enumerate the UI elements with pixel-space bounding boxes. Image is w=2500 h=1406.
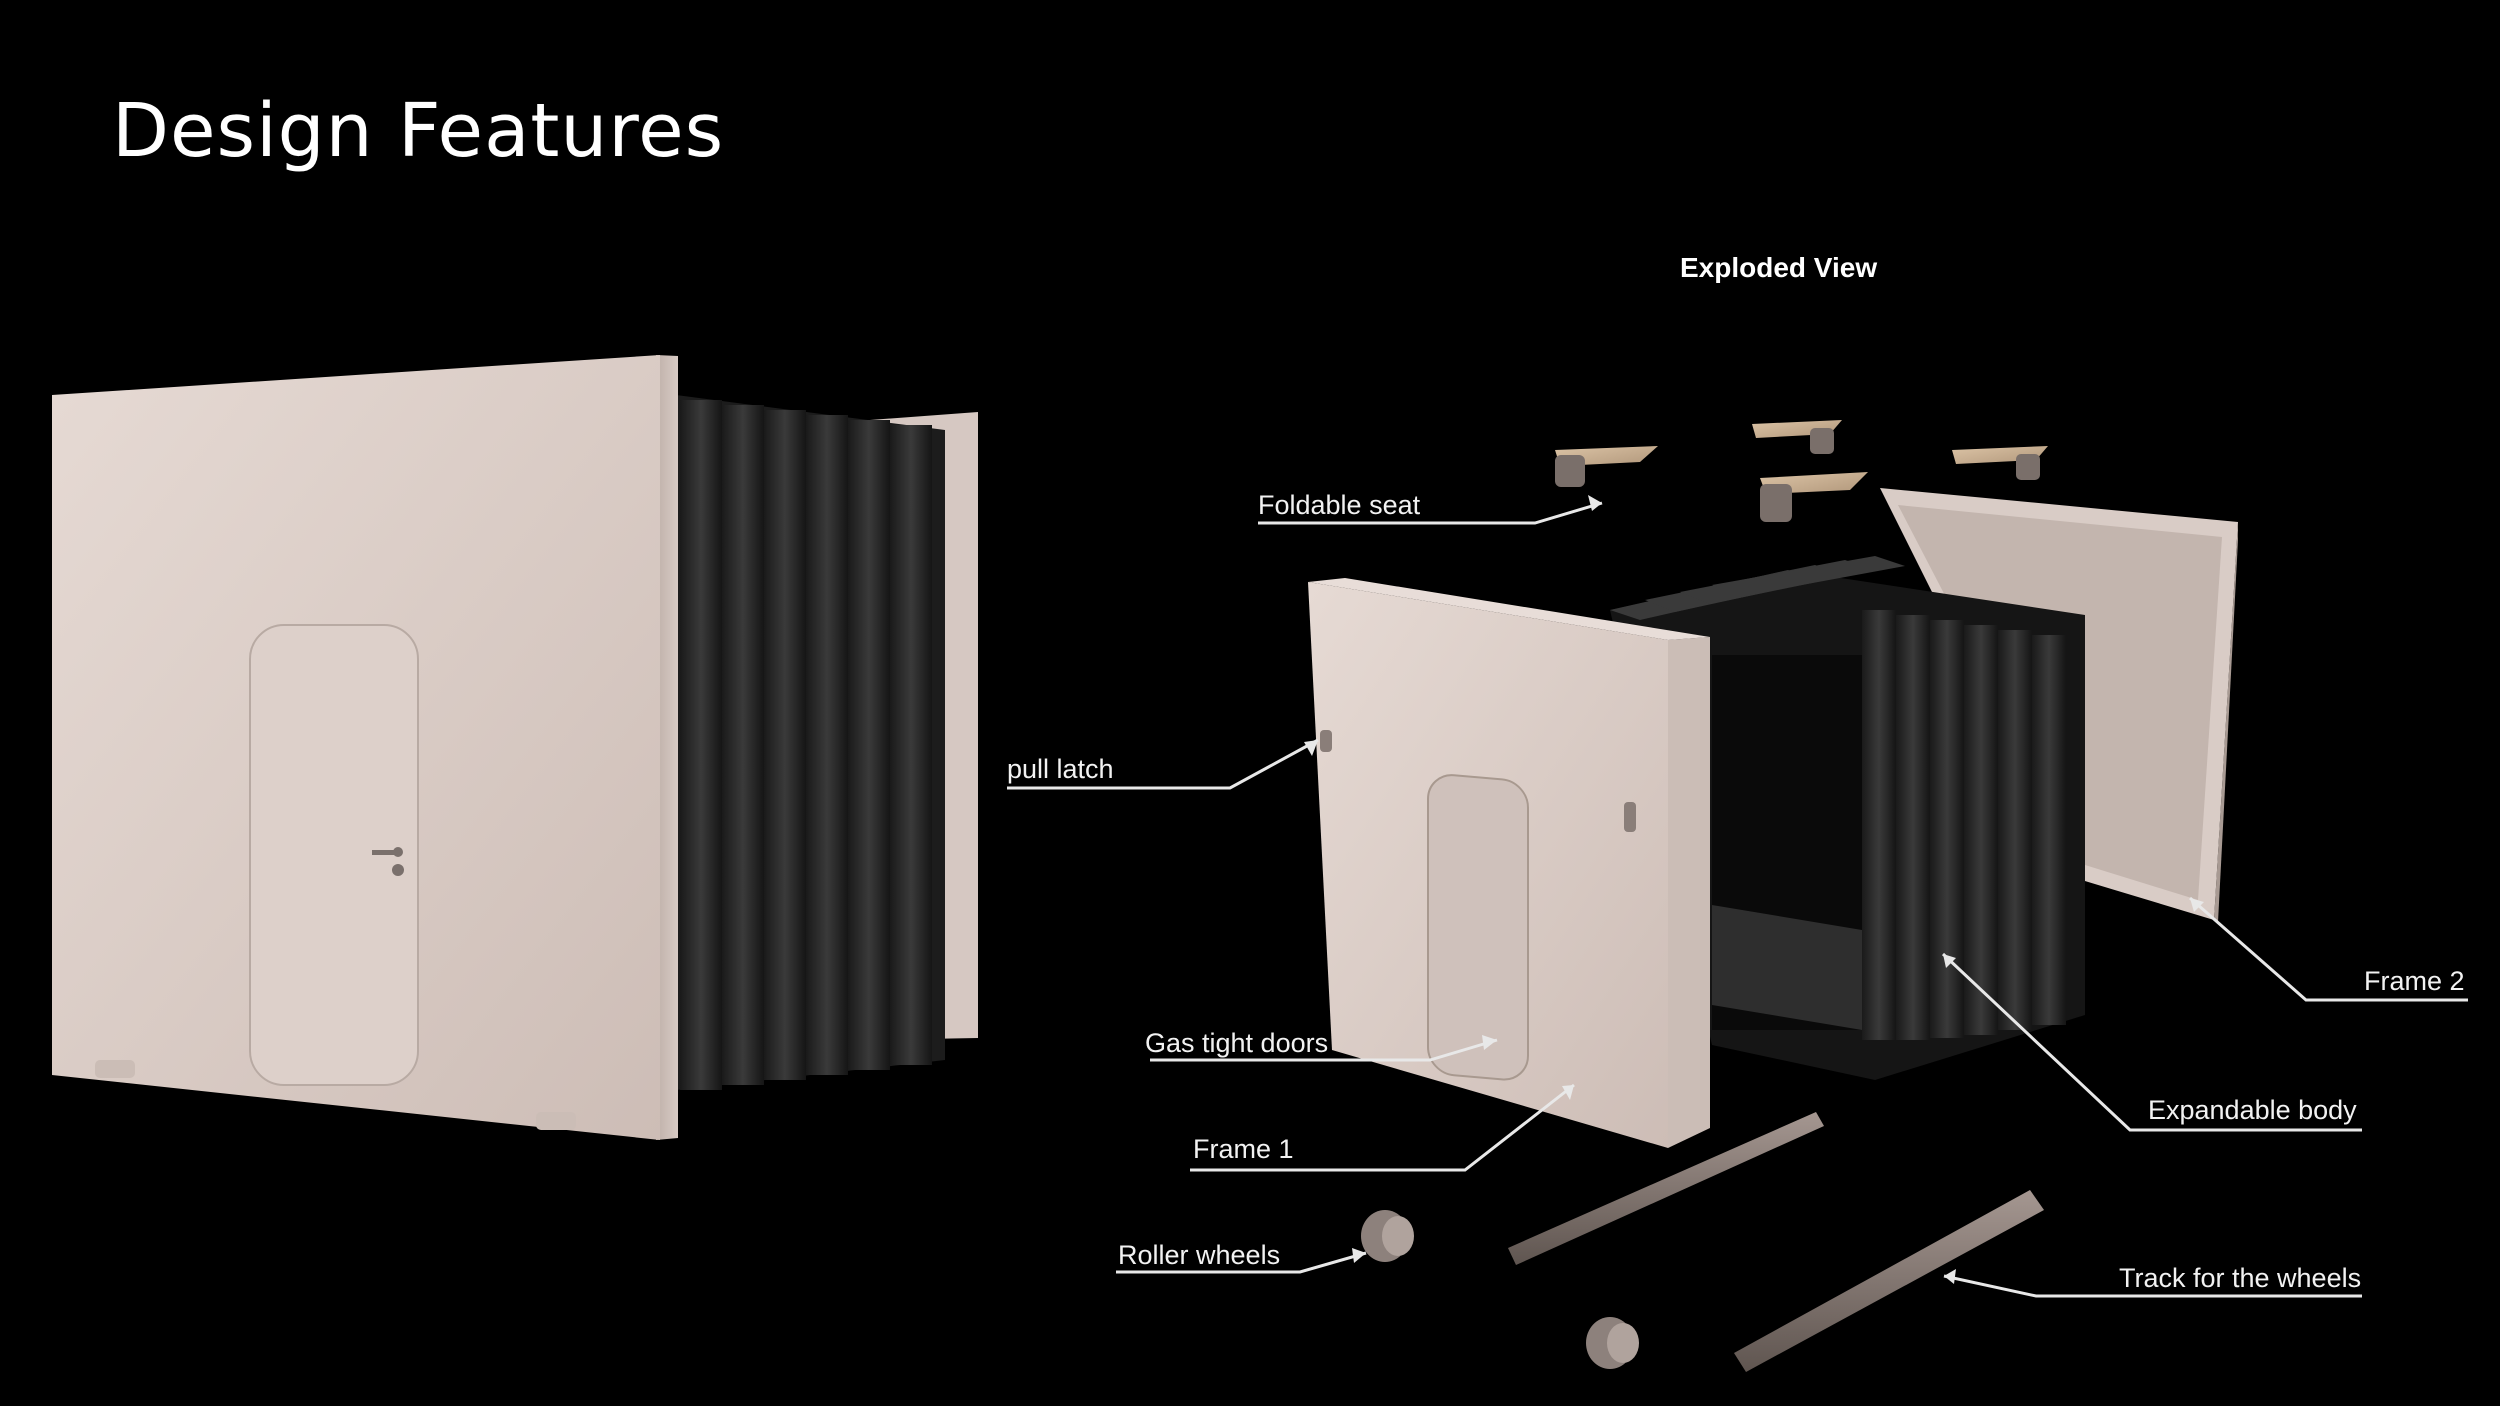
exploded-expandable-body: [1610, 556, 2085, 1080]
side-latch-icon: [1624, 802, 1636, 832]
callout-frame-2: Frame 2: [2364, 966, 2465, 996]
exploded-tracks: [1508, 1112, 2044, 1372]
callout-roller-wheels: Roller wheels: [1118, 1240, 1281, 1270]
callout-pull-latch: pull latch: [1007, 754, 1114, 784]
roller-wheel-2: [1586, 1317, 1639, 1369]
exploded-seats: [1555, 420, 2048, 522]
assembled-foot-right: [536, 1112, 576, 1130]
seat-2: [1752, 420, 1842, 454]
seat-3: [1760, 472, 1868, 522]
exploded-view-title: Exploded View: [1680, 252, 1878, 283]
exploded-roller-wheels: [1361, 1210, 1639, 1369]
assembled-bellows: [676, 395, 945, 1090]
assembled-door: [249, 624, 419, 1086]
exploded-door: [1427, 774, 1529, 1081]
callout-frame-1: Frame 1: [1193, 1134, 1294, 1164]
callout-leader-lines: [1007, 501, 2468, 1298]
track-1: [1508, 1112, 1824, 1265]
assembled-front-edge: [656, 355, 678, 1140]
callout-arrowheads: [1304, 495, 2204, 1284]
exploded-view: [1007, 420, 2468, 1372]
slide-title: Design Features: [112, 88, 725, 174]
assembled-foot-left: [95, 1060, 135, 1078]
assembled-unit: [52, 355, 978, 1140]
roller-wheel-1: [1361, 1210, 1414, 1262]
callout-gas-tight-doors: Gas tight doors: [1145, 1028, 1329, 1058]
seat-4: [1952, 446, 2048, 480]
track-2: [1734, 1190, 2044, 1372]
pull-latch-icon: [1320, 730, 1332, 752]
seat-1: [1555, 446, 1658, 487]
callout-track-for-wheels: Track for the wheels: [2119, 1263, 2362, 1293]
callout-foldable-seat: Foldable seat: [1258, 490, 1421, 520]
door-handle-icon: [372, 847, 404, 876]
exploded-frame-1: [1308, 578, 1710, 1148]
callout-expandable-body: Expandable body: [2148, 1095, 2357, 1125]
